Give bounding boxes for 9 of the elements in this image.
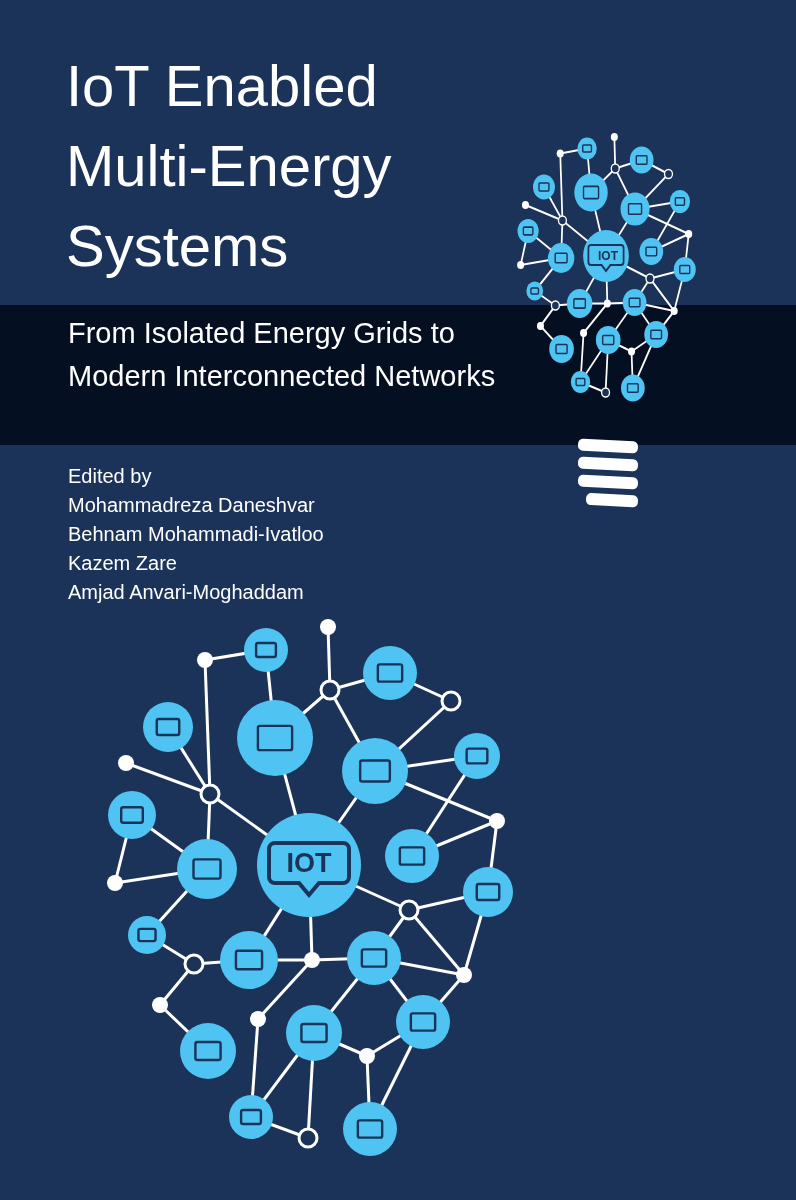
book-subtitle: From Isolated Energy Grids to Modern Interconnected Networks	[68, 316, 497, 394]
editor-name: Mohammadreza Daneshvar	[68, 493, 316, 518]
editors-heading: Edited by	[68, 464, 153, 489]
editor-name: Kazem Zare	[68, 551, 178, 576]
book-title: IoT Enabled Multi-Energy Systems	[66, 52, 393, 280]
iot-label: IOT	[286, 848, 332, 878]
iot-label: IOT	[598, 249, 618, 263]
editor-name: Amjad Anvari-Moghaddam	[68, 580, 305, 605]
editor-name: Behnam Mohammadi-Ivatloo	[68, 522, 325, 547]
